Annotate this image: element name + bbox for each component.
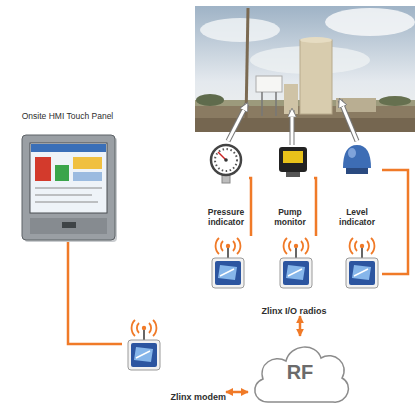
gauge-hub (224, 158, 228, 162)
device-node: Pressure indicator (203, 140, 249, 228)
screen-line (35, 202, 98, 203)
pointer-arrow (228, 104, 247, 141)
io-radio (346, 238, 378, 288)
device-label (283, 151, 303, 163)
pointer-arrow (291, 110, 294, 145)
node-label: Level indicator (332, 208, 382, 228)
photo-sky (195, 6, 415, 132)
sensor-dome (343, 145, 371, 168)
photo-small-tank (284, 84, 298, 114)
screen-block (35, 157, 51, 181)
monitor-shadow (24, 137, 117, 242)
connector (226, 391, 248, 394)
pump-monitor-device (279, 147, 307, 177)
screen-block (73, 172, 102, 181)
cloud-node: RF (248, 336, 352, 408)
photo-tree (196, 94, 224, 106)
node-label: Zlinx I/O radios (261, 306, 326, 316)
device-node: Onsite HMI Touch Panel (15, 112, 120, 242)
connector (299, 316, 302, 336)
screen-line (35, 195, 92, 196)
site-photo (195, 6, 415, 132)
gauge-ticks (215, 149, 237, 171)
node-label: Pressure indicator (203, 208, 249, 228)
photo-cloud (200, 18, 280, 42)
device-node: Zlinx modem (122, 318, 226, 402)
io-radio (280, 238, 312, 288)
sensor-base (346, 168, 368, 174)
photo-tank-top (300, 37, 332, 43)
photo-pole (246, 8, 248, 120)
photo-foreground (195, 118, 415, 132)
screen-line (35, 188, 102, 189)
pointer-arrow-outline (228, 104, 247, 141)
modem-radio (128, 320, 160, 370)
device-node: Level indicator (332, 140, 382, 228)
node-label: Pump monitor (266, 208, 314, 228)
node-label: Onsite HMI Touch Panel (22, 112, 114, 122)
monitor-bezel (30, 218, 107, 234)
hmi-monitor (22, 135, 117, 242)
photo-enclosure (256, 76, 282, 92)
screen-block (55, 165, 69, 181)
node-label: Zlinx modem (170, 392, 226, 402)
connector (249, 178, 251, 236)
photo-cloud (325, 8, 415, 36)
monitor-button (62, 222, 76, 228)
device-node: Zlinx I/O radios (206, 236, 382, 316)
cloud-label: RF (287, 361, 314, 384)
connector (68, 242, 122, 344)
pointer-arrow-outline (340, 100, 357, 141)
level-indicator-device (343, 145, 371, 174)
monitor-screen (30, 143, 107, 213)
pressure-gauge (211, 145, 241, 183)
photo-tank (300, 40, 332, 114)
connector (314, 178, 316, 236)
monitor-frame (22, 135, 115, 240)
device-node: Pump monitor (266, 140, 314, 228)
pointer-arrow (340, 100, 357, 141)
connector (382, 170, 408, 274)
pointer-arrow-outline (290, 110, 295, 145)
sensor-highlight (348, 148, 356, 158)
photo-tree (379, 96, 411, 106)
io-radio (212, 238, 244, 288)
device-base (286, 172, 300, 177)
device-body (279, 147, 307, 172)
gauge-face (211, 145, 241, 175)
photo-stand (261, 92, 263, 116)
screen-header (31, 144, 106, 152)
screen-block (73, 157, 102, 169)
photo-stand (275, 92, 277, 116)
cloud-shape (255, 347, 349, 402)
